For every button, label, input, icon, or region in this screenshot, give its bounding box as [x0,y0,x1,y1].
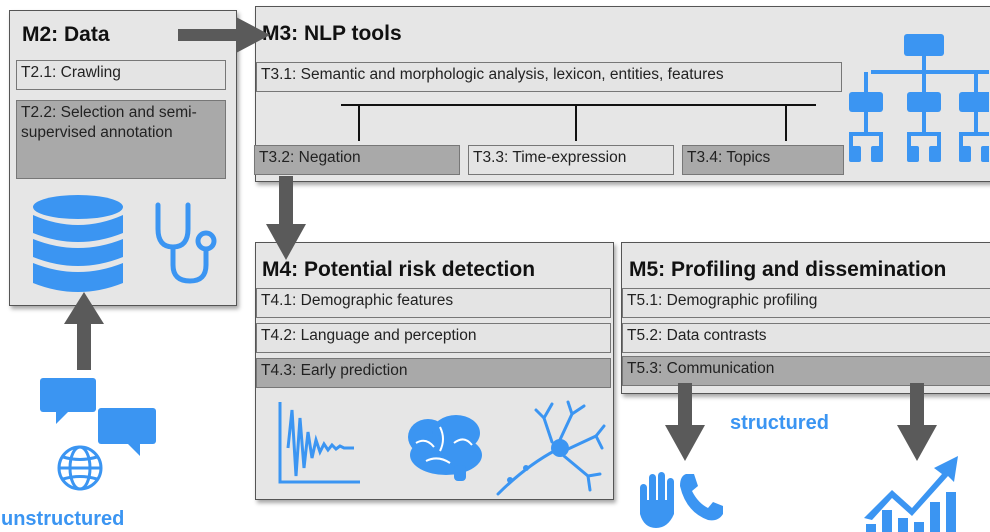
task-t3-2: T3.2: Negation [254,145,460,175]
hierarchy-icon [849,34,989,162]
connector-lines [341,104,816,141]
module-m4-risk-detection: M4: Potential risk detection T4.1: Demog… [255,242,614,500]
module-title: M3: NLP tools [262,22,402,45]
arrow-m2-to-m3 [178,17,270,53]
module-m2-data: M2: Data T2.1: Crawling T2.2: Selection … [9,10,237,306]
growth-chart-icon [864,456,958,532]
neuron-icon [496,400,606,496]
hand-icon [640,472,674,528]
task-t2-1: T2.1: Crawling [16,60,226,90]
chat-bubbles-icon [40,378,156,456]
phone-icon [680,474,723,521]
arrow-m3-to-m4 [266,176,306,260]
label-structured: structured [730,412,829,434]
module-title: M5: Profiling and dissemination [629,258,947,281]
arrow-to-contact [665,383,705,461]
task-t3-1: T3.1: Semantic and morphologic analysis,… [256,62,842,92]
task-t3-4: T3.4: Topics [682,145,844,175]
database-icon [33,195,123,292]
globe-icon [57,445,103,491]
task-t4-1: T4.1: Demographic features [256,288,611,318]
task-t4-3: T4.3: Early prediction [256,358,611,388]
module-m3-nlp-tools: M3: NLP tools T3.1: Semantic and morphol… [254,6,990,182]
arrow-unstructured-up [64,292,104,370]
task-t2-2: T2.2: Selection and semi-supervised anno… [16,100,226,179]
arrow-to-chart [897,383,937,461]
task-t5-2: T5.2: Data contrasts [622,323,990,353]
task-t4-2: T4.2: Language and perception [256,323,611,353]
module-title: M4: Potential risk detection [262,258,536,281]
task-t5-1: T5.1: Demographic profiling [622,288,990,318]
module-m5-profiling: M5: Profiling and dissemination T5.1: De… [621,242,990,394]
module-title: M2: Data [22,23,110,46]
task-t3-3: T3.3: Time-expression [468,145,674,175]
stethoscope-icon [155,202,217,284]
brain-icon [408,415,482,481]
label-unstructured: unstructured [1,508,125,530]
task-t5-3: T5.3: Communication [622,356,990,386]
signal-wave-icon [278,402,360,484]
